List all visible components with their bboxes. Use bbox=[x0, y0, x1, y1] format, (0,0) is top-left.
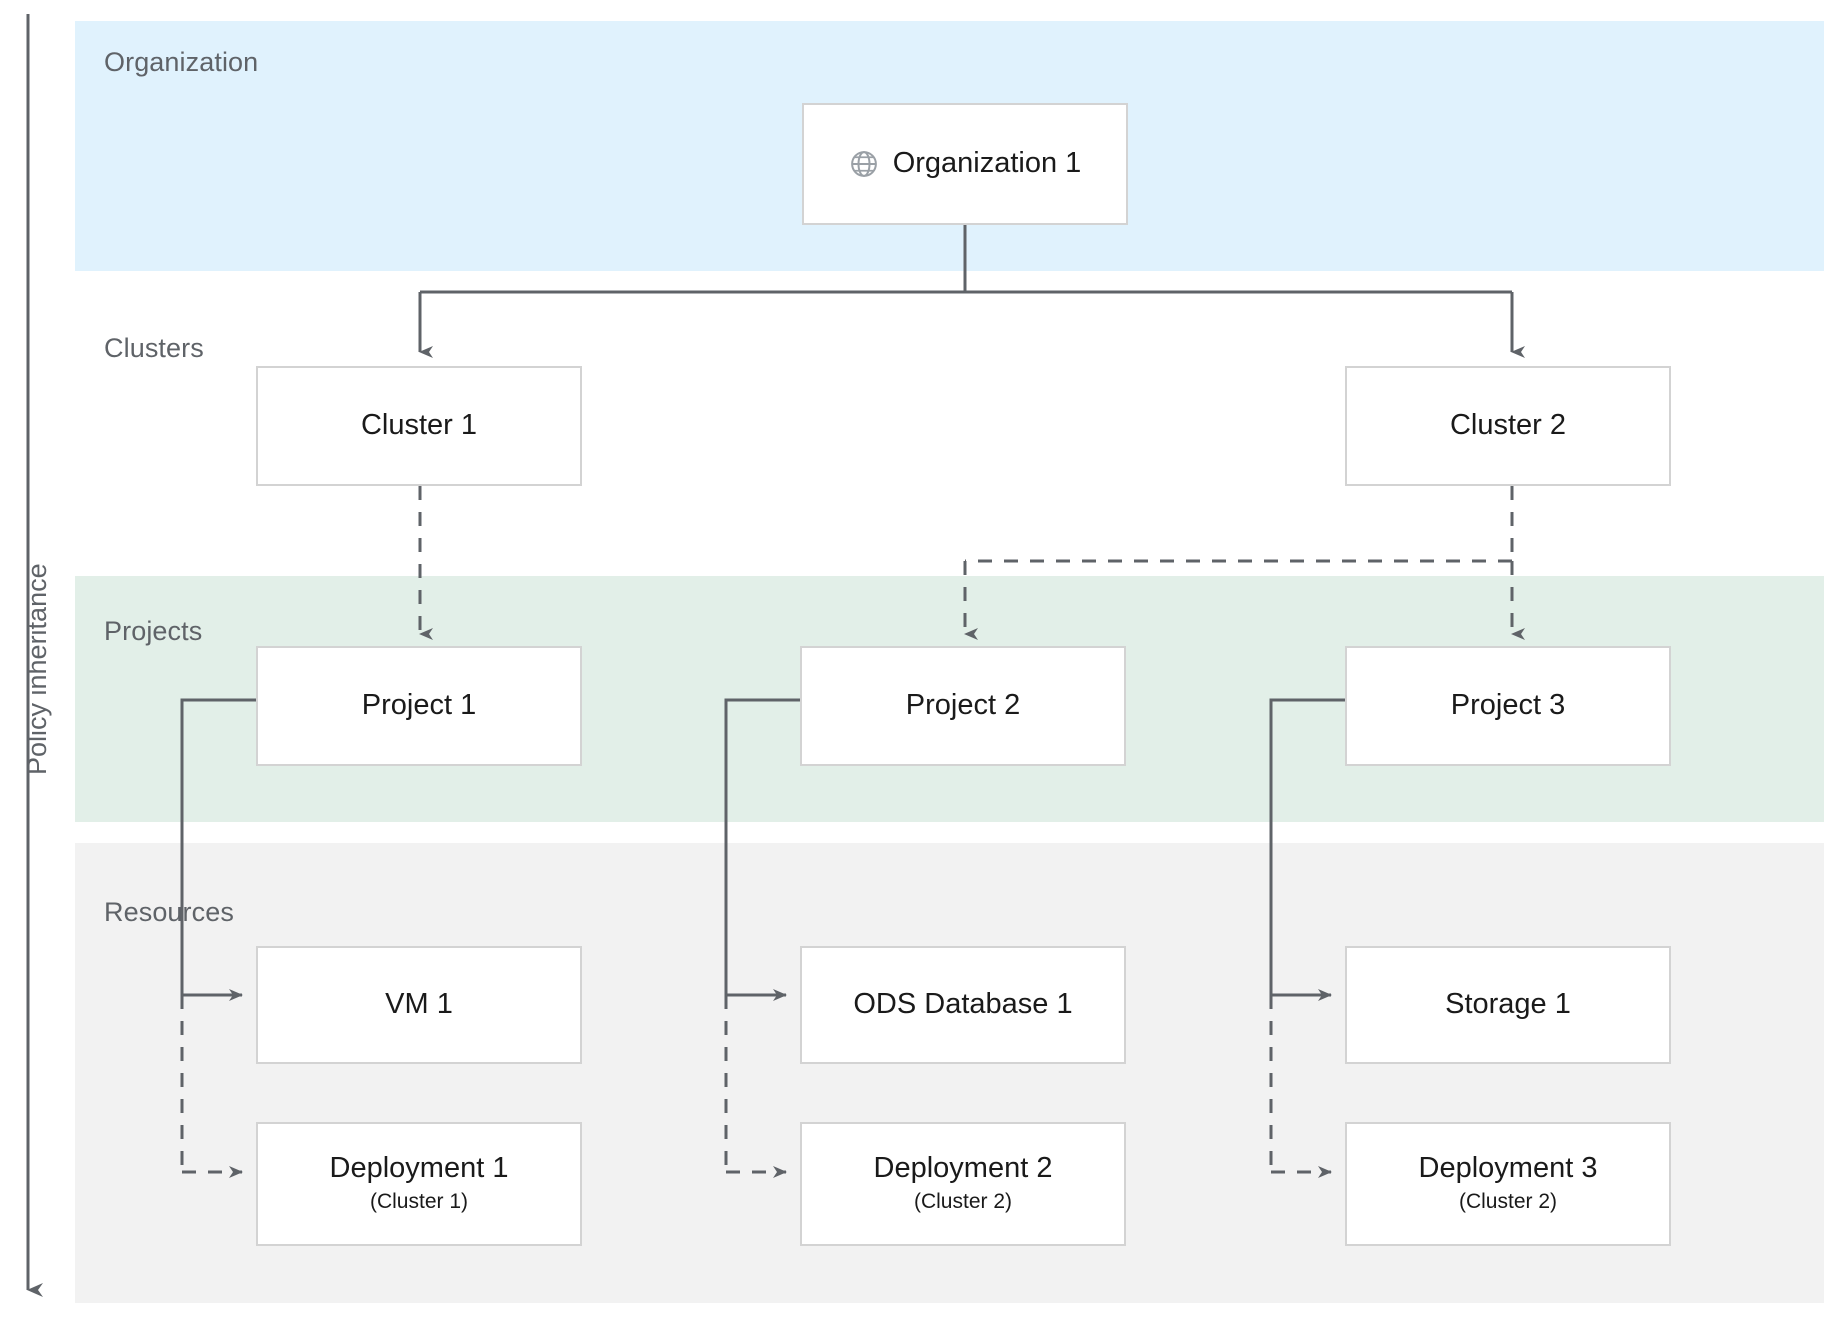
node-storage-1-label: Storage 1 bbox=[1445, 988, 1571, 1021]
edge-org-to-clusters bbox=[418, 224, 1525, 358]
node-organization-1[interactable]: Organization 1 bbox=[802, 103, 1128, 225]
edge-project2-to-resources bbox=[724, 698, 800, 1178]
node-deployment-2-label: Deployment 2 bbox=[873, 1152, 1053, 1185]
band-label-clusters: Clusters bbox=[104, 333, 204, 363]
node-vm-1[interactable]: VM 1 bbox=[256, 946, 582, 1064]
node-storage-1[interactable]: Storage 1 bbox=[1345, 946, 1671, 1064]
node-deployment-2[interactable]: Deployment 2 (Cluster 2) bbox=[800, 1122, 1126, 1246]
node-cluster-2-label: Cluster 2 bbox=[1449, 409, 1567, 442]
node-ods-database-1[interactable]: ODS Database 1 bbox=[800, 946, 1126, 1064]
node-cluster-1-label: Cluster 1 bbox=[360, 409, 478, 442]
band-label-resources: Resources bbox=[104, 897, 234, 927]
band-label-organization: Organization bbox=[104, 47, 259, 77]
edge-project3-to-resources bbox=[1269, 698, 1345, 1178]
node-cluster-2[interactable]: Cluster 2 bbox=[1345, 366, 1671, 486]
node-project-1[interactable]: Project 1 bbox=[256, 646, 582, 766]
node-ods-database-1-label: ODS Database 1 bbox=[853, 988, 1073, 1021]
band-label-projects: Projects bbox=[104, 616, 203, 646]
node-project-2-label: Project 2 bbox=[905, 689, 1021, 722]
node-deployment-2-sublabel: (Cluster 2) bbox=[913, 1190, 1013, 1214]
node-project-3[interactable]: Project 3 bbox=[1345, 646, 1671, 766]
node-project-1-label: Project 1 bbox=[361, 689, 477, 722]
node-project-3-label: Project 3 bbox=[1450, 689, 1566, 722]
edge-project1-to-resources bbox=[180, 698, 256, 1178]
node-deployment-1-label: Deployment 1 bbox=[329, 1152, 509, 1185]
node-deployment-3-label: Deployment 3 bbox=[1418, 1152, 1598, 1185]
node-organization-1-label: Organization 1 bbox=[892, 147, 1082, 180]
policy-inheritance-label: Policy inheritance bbox=[22, 563, 52, 775]
globe-icon bbox=[849, 149, 879, 179]
node-deployment-1-sublabel: (Cluster 1) bbox=[369, 1190, 469, 1214]
node-vm-1-label: VM 1 bbox=[385, 988, 453, 1021]
node-deployment-3-sublabel: (Cluster 2) bbox=[1458, 1190, 1558, 1214]
edge-cluster2-to-projects bbox=[963, 486, 1525, 640]
node-project-2[interactable]: Project 2 bbox=[800, 646, 1126, 766]
node-cluster-1[interactable]: Cluster 1 bbox=[256, 366, 582, 486]
node-deployment-3[interactable]: Deployment 3 (Cluster 2) bbox=[1345, 1122, 1671, 1246]
node-deployment-1[interactable]: Deployment 1 (Cluster 1) bbox=[256, 1122, 582, 1246]
